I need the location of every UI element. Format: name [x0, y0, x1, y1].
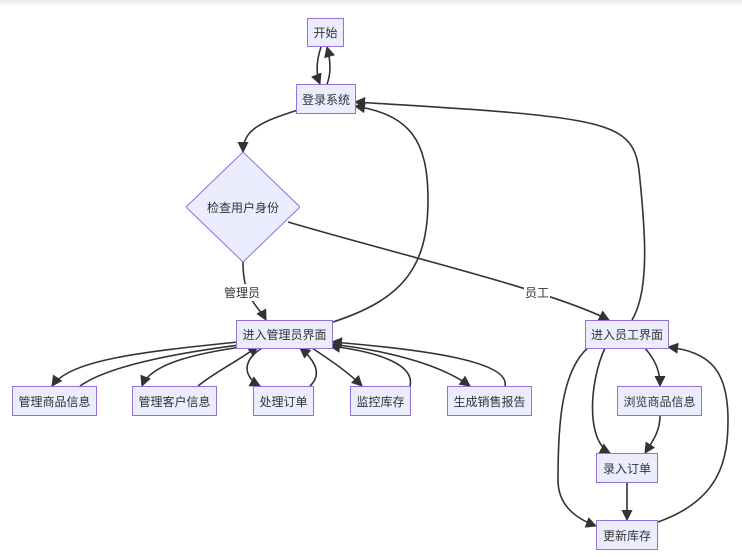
edge-browse-enter	[644, 415, 661, 454]
edge-start-login	[311, 46, 322, 86]
manage-goods-node: 管理商品信息	[12, 386, 97, 416]
edge-admin-login	[332, 102, 429, 323]
employee-interface-node: 进入员工界面	[585, 320, 669, 349]
handle-orders-node: 处理订单	[253, 386, 314, 416]
edge-customers-admin	[197, 345, 259, 387]
edge-login-start	[324, 45, 336, 85]
edge-update-employee	[657, 342, 729, 523]
top-shadow	[0, 0, 742, 6]
edge-report-admin	[330, 337, 506, 387]
admin-interface-node: 进入管理员界面	[236, 320, 333, 349]
edge-employee-login	[353, 97, 646, 321]
edge-employee-enter	[591, 347, 611, 454]
edge-check-employee	[287, 221, 610, 321]
edge-login-check	[237, 109, 299, 154]
edge-admin-customers	[140, 345, 249, 388]
diamond-shape	[186, 152, 300, 262]
edge-label-admin: 管理员	[223, 284, 262, 301]
browse-goods-node: 浏览商品信息	[617, 386, 702, 416]
enter-order-node: 录入订单	[596, 453, 658, 483]
edge-monitor-admin	[328, 341, 412, 387]
login-node: 登录系统	[296, 84, 356, 114]
edge-label-employee: 员工	[524, 284, 551, 301]
update-stock-node: 更新库存	[596, 520, 658, 550]
edge-admin-orders	[246, 347, 263, 387]
edge-employee-browse	[644, 347, 666, 388]
edge-goods-admin	[79, 337, 265, 387]
edge-admin-goods	[51, 341, 239, 387]
sales-report-node: 生成销售报告	[447, 386, 532, 416]
edge-employee-update	[557, 345, 598, 528]
edge-orders-admin	[299, 347, 317, 387]
manage-customers-node: 管理客户信息	[132, 386, 217, 416]
edge-admin-monitor	[311, 347, 363, 387]
edge-admin-report	[329, 343, 471, 387]
monitor-stock-node: 监控库存	[350, 386, 411, 416]
check-identity-decision: 检查用户身份	[186, 152, 300, 262]
check-identity-label: 检查用户身份	[206, 200, 279, 215]
start-node: 开始	[307, 18, 344, 47]
